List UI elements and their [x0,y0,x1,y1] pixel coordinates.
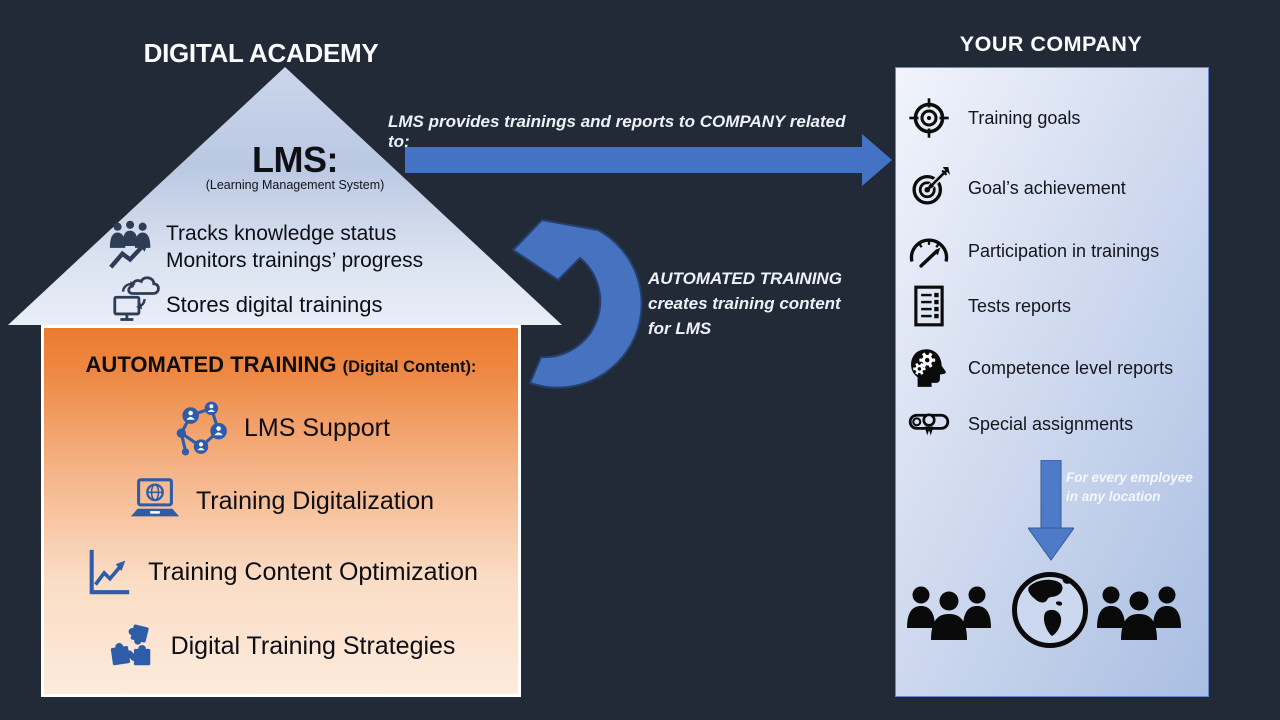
digital-academy-title: DIGITAL ACADEMY [143,38,379,68]
test-report-icon [908,285,950,327]
people-group-icon-right [1093,582,1185,642]
flow-arrow-automated-to-lms [480,218,656,394]
people-growth-icon [106,219,160,273]
company-item-training-goals: Training goals [908,96,1080,140]
head-gears-icon [908,347,950,389]
automated-training-panel [41,325,521,697]
company-item-label: Participation in trainings [968,240,1160,261]
company-item-label: Tests reports [968,295,1072,316]
globe-icon [1009,569,1091,651]
roof-feature-lines: Tracks knowledge status Monitors trainin… [166,220,423,274]
service-label: Digital Training Strategies [170,631,456,660]
puzzle-pieces-icon [107,621,157,671]
company-item-label: Goal’s achievement [968,177,1126,198]
roof-feature-lines: Stores digital trainings [166,292,383,317]
service-row-digital-strategies: Digital Training Strategies [44,617,518,675]
company-item-label: Competence level reports [968,357,1174,378]
reach-note-line: For every employee [1066,470,1193,485]
laptop-globe-icon [128,476,182,526]
company-item-special-assignments: Special assignments [908,402,1133,446]
your-company-title: YOUR COMPANY [959,32,1143,56]
automated-training-heading: AUTOMATED TRAINING (Digital Content): [44,352,518,378]
company-item-goals-achievement: Goal’s achievement [908,166,1126,210]
service-row-lms-support: LMS Support [44,397,518,459]
flow-label-line: for LMS [648,319,712,338]
people-group-icon-left [903,582,995,642]
target-icon [908,97,950,139]
lms-roof-triangle [8,67,562,325]
flow-label-line: AUTOMATED TRAINING [648,269,842,288]
service-row-training-digitalization: Training Digitalization [44,473,518,529]
company-item-participation: Participation in trainings [908,229,1159,273]
company-item-competence-reports: Competence level reports [908,346,1173,390]
lms-heading: LMS: [252,139,338,180]
lms-subheading: (Learning Management System) [205,178,385,192]
cloud-sync-monitor-icon [112,274,164,326]
down-arrow-icon [1028,460,1074,562]
automated-training-heading-text: AUTOMATED TRAINING [85,352,337,377]
dartboard-arrow-icon [908,167,950,209]
flow-label-line: creates training content [648,294,841,313]
feature-line: Tracks knowledge status [166,222,397,245]
service-row-content-optimization: Training Content Optimization [44,544,518,600]
reach-note: For every employee in any location [1066,468,1211,506]
reach-note-line: in any location [1066,489,1161,504]
flow-label-lms-to-company: LMS provides trainings and reports to CO… [388,112,846,151]
flow-label-automated-to-lms: AUTOMATED TRAINING creates training cont… [648,266,868,341]
service-label: Training Digitalization [195,486,435,515]
feature-line: Monitors trainings’ progress [166,249,424,272]
flow-arrow-lms-to-company [400,128,900,192]
service-label: LMS Support [244,413,390,442]
company-item-label: Special assignments [968,413,1134,434]
automated-training-heading-note: (Digital Content): [342,358,477,376]
service-label: Training Content Optimization [148,557,478,586]
network-people-icon [172,399,230,457]
company-item-label: Training goals [968,107,1081,128]
gauge-icon [908,230,950,272]
diploma-icon [908,403,950,445]
growth-chart-icon [84,545,134,599]
company-item-tests-reports: Tests reports [908,284,1071,328]
